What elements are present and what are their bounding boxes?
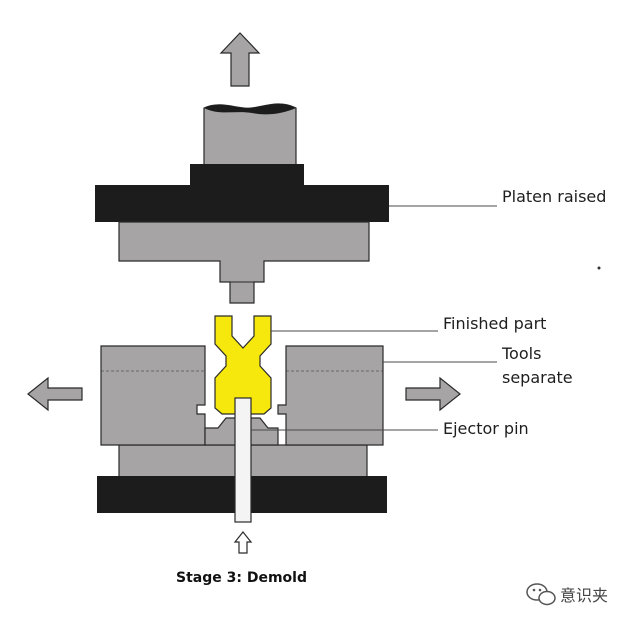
wechat-logo-icon (526, 583, 556, 606)
upper-platen-cap (190, 164, 304, 186)
ejector-pin (234, 397, 252, 523)
ram-cut-edge (204, 103, 296, 115)
upper-mold-half (118, 221, 370, 304)
platen-raised-label: Platen raised (502, 187, 607, 206)
stray-dot (597, 266, 601, 270)
finished-part (214, 315, 272, 415)
finished-part-label: Finished part (443, 314, 547, 333)
tools-separate-label-line1: Tools (502, 344, 542, 363)
arrow-right-icon (405, 376, 461, 412)
press-ram (203, 103, 297, 168)
stage-caption: Stage 3: Demold (176, 570, 307, 586)
left-tool (100, 345, 206, 446)
arrow-up-outline-icon (233, 531, 253, 554)
upper-platen (95, 185, 389, 222)
arrow-up-icon (219, 32, 261, 87)
arrow-left-icon (27, 376, 83, 412)
ejector-pin-label: Ejector pin (443, 419, 529, 438)
tools-separate-label-line2: separate (502, 368, 573, 387)
watermark-text: 意识夹 (560, 586, 609, 605)
